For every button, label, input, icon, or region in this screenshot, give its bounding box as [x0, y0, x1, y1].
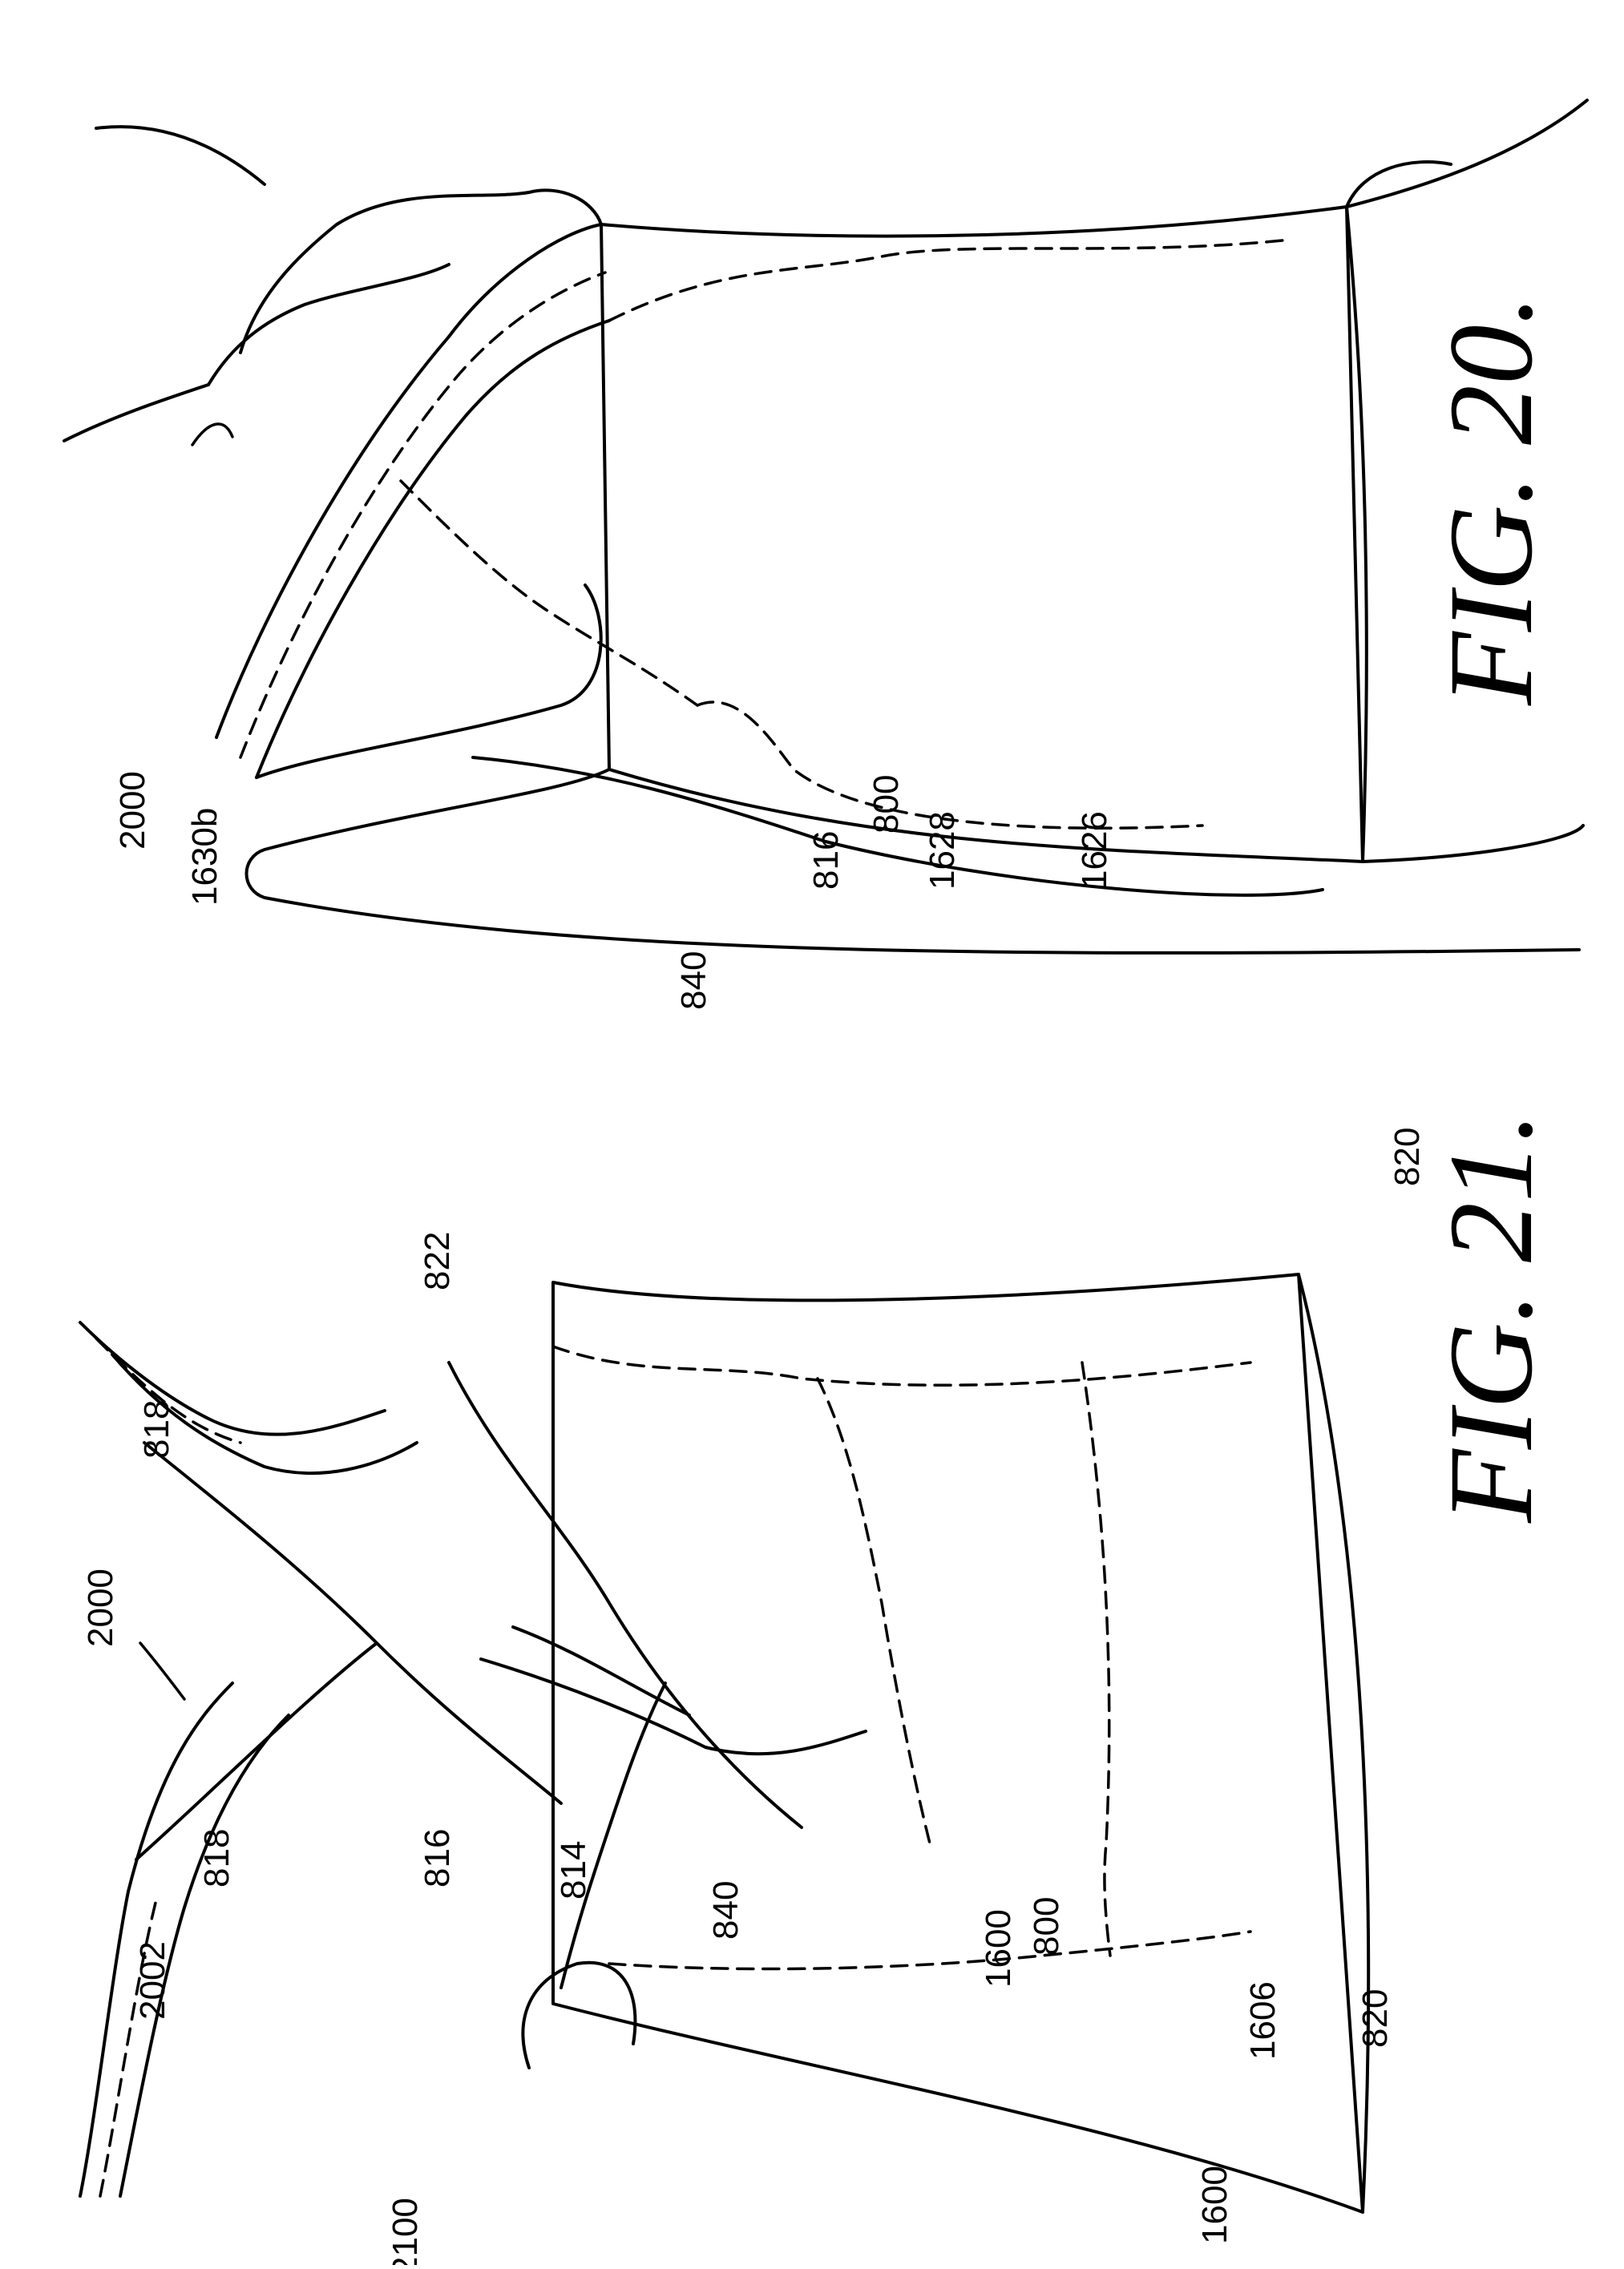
fig21-ref-816-top: 816 [418, 1829, 457, 1887]
fig21-ref-814: 814 [554, 1841, 593, 1900]
fig21-strap-left [80, 1683, 232, 2196]
fig21-ref-2000: 2000 [113, 771, 152, 850]
fig20-ref-800: 800 [867, 775, 906, 834]
fig21-loop-1600 [523, 1963, 636, 2068]
fig21-ref-1628: 1628 [923, 811, 962, 890]
fig21-caption: FIG. 21. [1424, 1112, 1557, 1524]
fig21-band-upper [553, 1346, 1250, 1385]
fig20-neck-2 [96, 127, 265, 184]
fig20-ref-1600: 1600 [979, 1909, 1018, 1988]
fig20-cup [257, 585, 601, 777]
fig21-ref-1630b: 1630b [185, 808, 224, 906]
fig20-hip [1347, 162, 1451, 207]
figure-21-labels: 818 816 814 840 800 820 2000 1630b 816 1… [113, 771, 1557, 2265]
fig20-ref-818: 818 [137, 1400, 176, 1459]
fig21-garment-body [553, 1274, 1363, 2212]
fig20-band-upper [609, 240, 1283, 321]
fig21-ref-816-mid: 816 [806, 831, 846, 890]
fig21-ref-820: 820 [1355, 1989, 1395, 2048]
fig20-v-stitch [401, 481, 697, 705]
figure-20 [64, 100, 1587, 1699]
fig21-center-stitch [818, 1379, 930, 1843]
fig20-garment-body [601, 207, 1363, 862]
fig20-strap-inner [257, 321, 609, 777]
fig21-ref-818: 818 [197, 1829, 236, 1887]
fig20-ref-822: 822 [418, 1232, 457, 1290]
fig21-side-stitch [1082, 1363, 1110, 1956]
fig21-ref-840: 840 [706, 1881, 745, 1940]
fig20-torso-line-2 [1347, 100, 1587, 207]
fig20-caption: FIG. 20. [1424, 295, 1557, 706]
fig20-torso-line [1363, 826, 1583, 862]
fig21-loop-2100 [561, 1683, 665, 1988]
fig20-shoulder [240, 190, 601, 353]
fig21-ref-2100: 2100 [386, 2198, 425, 2265]
fig21-ref-1600: 1600 [1195, 2166, 1234, 2244]
figure-21 [80, 1274, 1368, 2212]
fig21-band-lower [609, 1932, 1250, 1969]
fig20-leader-818 [192, 424, 232, 445]
fig20-shoulder-strap [208, 264, 449, 385]
fig21-ref-1626: 1626 [1075, 811, 1114, 890]
fig20-ref-820: 820 [1388, 1128, 1427, 1186]
fig21-ref-1606: 1606 [1243, 1981, 1283, 2060]
fig21-panel-1 [449, 1363, 802, 1827]
fig21-strap-right [80, 1322, 385, 1435]
fig20-ref-2000: 2000 [81, 1569, 120, 1647]
fig20-ref-840: 840 [674, 951, 713, 1010]
fig21-ref-800: 800 [1027, 1897, 1066, 1956]
fig20-leader-2000 [140, 1643, 184, 1699]
fig20-neck [64, 385, 208, 441]
fig21-cup-cross-1 [144, 1443, 561, 1803]
